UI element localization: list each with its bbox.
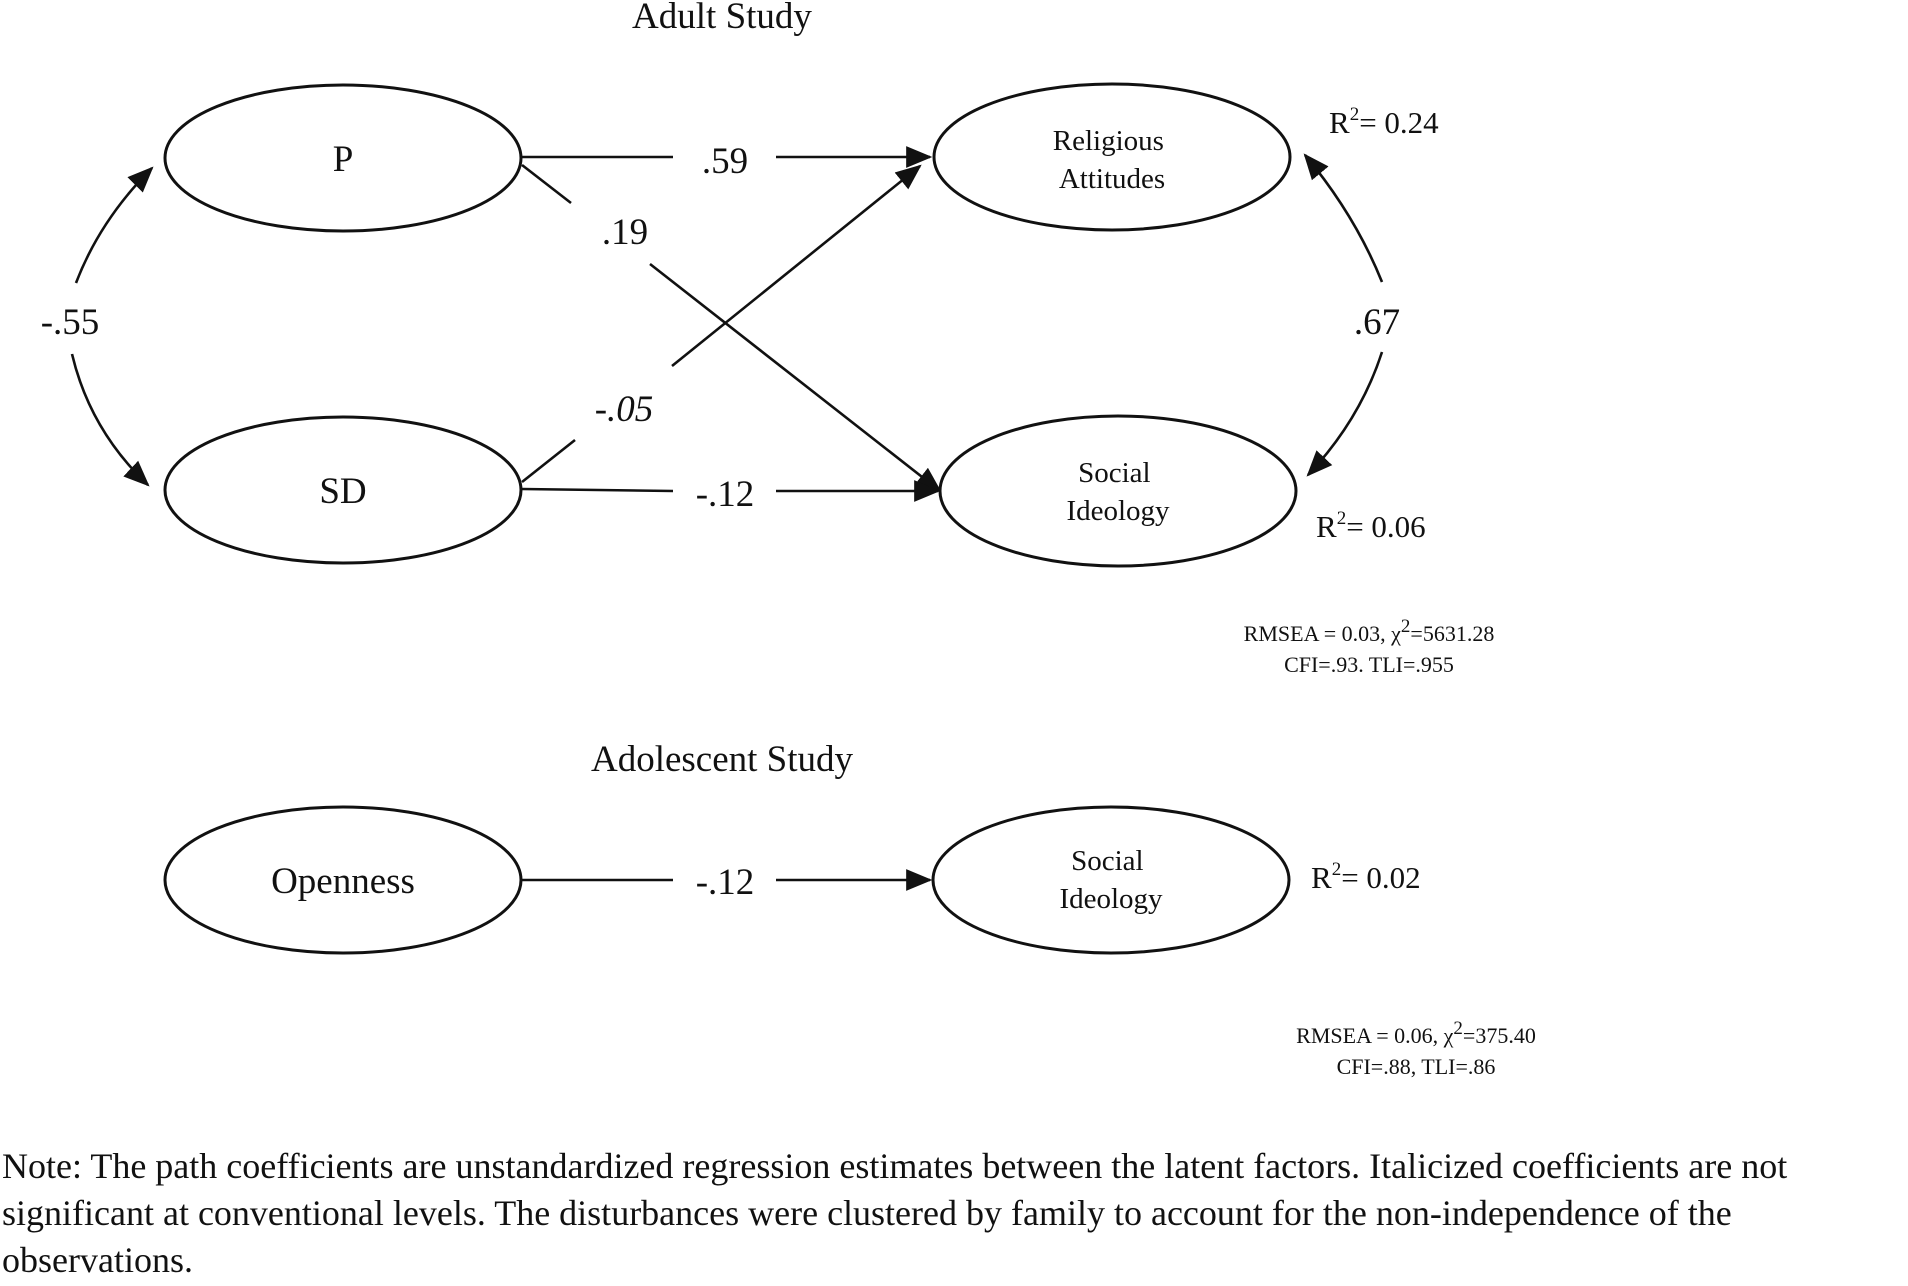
path-sd-to-religious-upper [671, 164, 922, 368]
adult-paths [70, 146, 1384, 502]
coef-p-to-religious: .59 [702, 141, 748, 182]
node-openness: Openness [163, 805, 523, 955]
adult-fit-line-1: RMSEA = 0.03, χ2=5631.28 [1244, 616, 1495, 646]
covariance-outcomes-lower [1306, 351, 1384, 477]
node-sd-label: SD [319, 471, 366, 512]
coef-p-sd-covariance: -.55 [41, 302, 100, 343]
path-p-to-social-lower [649, 262, 942, 493]
node-adolescent-social-ideology: Social Ideology [931, 805, 1291, 955]
covariance-p-sd-lower [70, 353, 150, 487]
adult-study-title: Adult Study [632, 0, 812, 37]
coef-sd-to-religious: -.05 [595, 389, 654, 430]
path-sd-to-religious-lower [521, 438, 576, 484]
node-openness-label: Openness [271, 861, 415, 902]
path-sd-to-social-left [521, 487, 674, 493]
node-religious-attitudes-label: Religious Attitudes [1053, 125, 1171, 195]
node-adolescent-social-ideology-label: Social Ideology [1059, 845, 1163, 915]
r-squared-social-ideology: R2= 0.06 [1316, 508, 1426, 544]
adolescent-study-title: Adolescent Study [591, 739, 854, 780]
coef-sd-to-social: -.12 [696, 474, 755, 515]
figure-note: Note: The path coefficients are unstanda… [2, 1146, 1788, 1280]
node-religious-attitudes: Religious Attitudes [932, 82, 1292, 232]
coef-outcome-covariance: .67 [1354, 302, 1400, 343]
node-p: P [163, 83, 523, 233]
covariance-outcomes-upper [1303, 153, 1384, 283]
adolescent-fit-line-1: RMSEA = 0.06, χ2=375.40 [1296, 1018, 1536, 1048]
covariance-p-sd-upper [74, 166, 154, 284]
node-sd: SD [163, 415, 523, 565]
adolescent-fit-line-2: CFI=.88, TLI=.86 [1337, 1054, 1496, 1079]
path-p-to-social-upper [521, 163, 572, 205]
r-squared-adolescent-social-ideology: R2= 0.02 [1311, 859, 1421, 895]
r-squared-religious-attitudes: R2= 0.24 [1329, 104, 1439, 140]
node-p-label: P [333, 139, 354, 180]
node-social-ideology-label: Social Ideology [1066, 457, 1170, 527]
adult-fit-line-2: CFI=.93. TLI=.955 [1284, 652, 1454, 677]
coef-openness-to-social: -.12 [696, 862, 755, 903]
node-social-ideology: Social Ideology [938, 414, 1298, 568]
coef-p-to-social: .19 [602, 212, 648, 253]
